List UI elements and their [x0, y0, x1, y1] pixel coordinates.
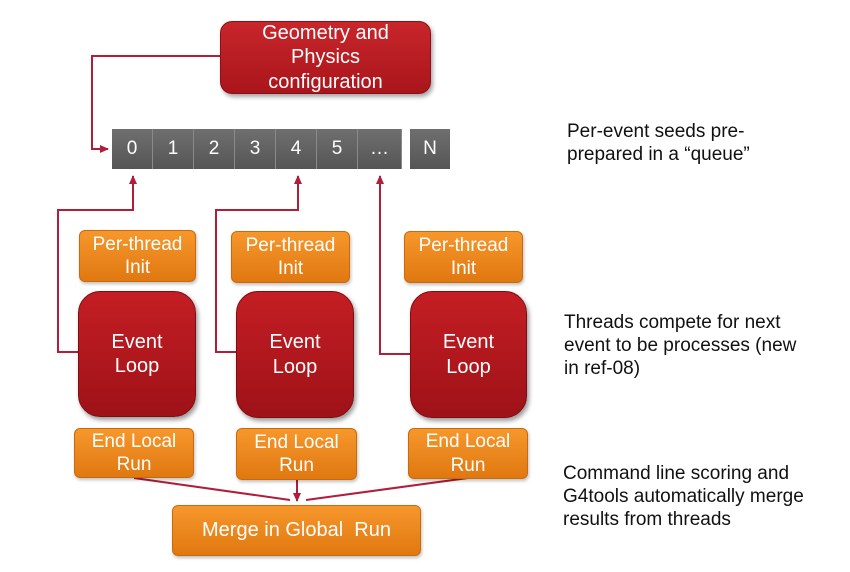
thread2-end-local-run-label: End Local Run — [254, 431, 339, 476]
merge-note: Command line scoring and G4tools automat… — [563, 463, 804, 531]
thread3-event-loop-label: Event Loop — [442, 331, 495, 378]
thread2-init-box: Per-thread Init — [231, 231, 350, 283]
queue-cell-1: 1 — [153, 129, 194, 169]
thread1-init-box: Per-thread Init — [79, 230, 196, 282]
thread3-end-local-run-box: End Local Run — [408, 428, 528, 479]
thread1-end-local-run-label: End Local Run — [91, 430, 177, 475]
queue-cell-5: 5 — [317, 129, 358, 169]
thread1-end-local-run-box: End Local Run — [74, 428, 194, 478]
thread2-fetch-arrow — [215, 175, 302, 353]
queue-cell-3: 3 — [235, 129, 276, 169]
thread2-event-loop-box: Event Loop — [236, 291, 354, 418]
threads-note: Threads compete for next event to be pro… — [564, 312, 797, 380]
merge-global-run-label: Merge in Global Run — [202, 519, 391, 542]
queue-cell-0: 0 — [112, 129, 153, 169]
thread1-init-label: Per-thread Init — [92, 233, 183, 278]
end1-to-merge-arrow — [133, 477, 291, 501]
thread3-event-loop-box: Event Loop — [410, 291, 527, 418]
thread1-fetch-arrow — [57, 175, 137, 353]
thread3-fetch-arrow — [376, 175, 410, 355]
thread3-end-local-run-label: End Local Run — [425, 431, 511, 476]
merge-global-run-box: Merge in Global Run — [172, 505, 421, 556]
thread1-event-loop-label: Event Loop — [111, 330, 163, 377]
thread2-init-label: Per-thread Init — [245, 234, 336, 279]
queue-note: Per-event seeds pre- prepared in a “queu… — [567, 121, 750, 166]
thread2-end-local-run-box: End Local Run — [236, 428, 357, 480]
geometry-physics-config-label: Geometry and Physics configuration — [262, 21, 389, 93]
end3-to-merge-arrow — [305, 477, 469, 501]
config-to-queue-arrow — [91, 55, 220, 153]
thread3-init-label: Per-thread Init — [418, 234, 509, 279]
thread1-event-loop-box: Event Loop — [78, 291, 196, 417]
queue-cell-4: 4 — [276, 129, 317, 169]
thread3-init-box: Per-thread Init — [404, 231, 523, 283]
queue-cell-2: 2 — [194, 129, 235, 169]
queue-cell-n: N — [410, 129, 450, 169]
queue-cell-ellipsis: … — [358, 129, 402, 169]
thread2-event-loop-label: Event Loop — [269, 331, 321, 378]
geometry-physics-config-box: Geometry and Physics configuration — [220, 21, 431, 94]
